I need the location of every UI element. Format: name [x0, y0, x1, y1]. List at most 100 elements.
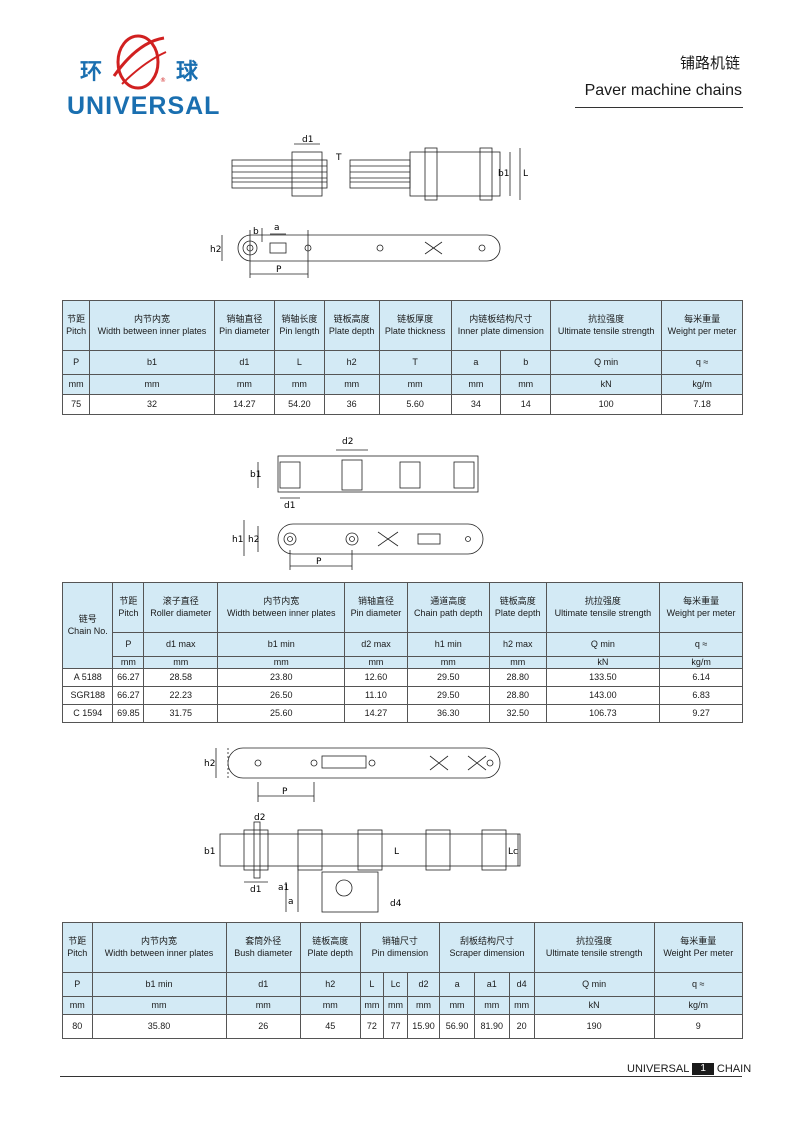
- header-cn: 节距: [67, 314, 86, 325]
- header-en: Plate depth: [307, 947, 354, 958]
- header-en: Pitch: [67, 947, 88, 958]
- unit-cell: mm: [112, 656, 145, 669]
- table-cell: 14.27: [213, 394, 276, 415]
- dim-b: b: [253, 227, 259, 237]
- header-cn: 链板高度: [499, 596, 536, 607]
- chain-drawing-3: h2 P d2 b1 L Lc d1 a a1 d4: [204, 747, 521, 913]
- header-en: Pin diameter: [350, 607, 402, 618]
- symbol-cell: h2: [299, 972, 361, 997]
- symbol-cell: d2: [406, 972, 441, 997]
- symbol-cell: h1 min: [406, 632, 490, 657]
- unit-cell: mm: [344, 656, 408, 669]
- dim-d1: d1: [250, 885, 261, 895]
- table-cell: 9: [653, 1014, 744, 1039]
- table-cell: A 5188: [61, 668, 114, 687]
- table-cell: 9.27: [659, 704, 743, 723]
- table-cell: 31.75: [143, 704, 219, 723]
- symbol-cell: d4: [508, 972, 535, 997]
- dim-b1: b1: [204, 847, 215, 857]
- table-cell: 34: [450, 394, 502, 415]
- header-en: Inner plate dimension: [457, 325, 544, 336]
- header-cn: 抗拉强度: [584, 596, 621, 607]
- symbol-cell: d1: [225, 972, 301, 997]
- header-en: Chain path depth: [413, 607, 483, 618]
- symbol-cell: q ≈: [659, 632, 743, 657]
- dim-T: T: [335, 153, 342, 163]
- dim-d4: d4: [390, 899, 402, 909]
- header-cn: 套筒外径: [245, 936, 282, 947]
- chain-drawing-1: d1 T b1 L b a h2 P: [210, 135, 528, 278]
- unit-cell: mm: [378, 374, 452, 395]
- header-en: Width between inner plates: [97, 325, 207, 336]
- chain-drawing-2: d2 b1 d1 h1 h2 P: [232, 437, 484, 570]
- table-cell: 22.23: [143, 686, 219, 705]
- logo-cn-left: 环: [80, 60, 103, 85]
- unit-cell: mm: [473, 996, 510, 1015]
- symbol-cell: a1: [473, 972, 510, 997]
- table-cell: 12.60: [344, 668, 408, 687]
- header-en: Weight per meter: [666, 607, 736, 618]
- dim-h2: h2: [210, 245, 221, 255]
- header-en: Ultimate tensile strength: [545, 947, 643, 958]
- table-cell: 81.90: [473, 1014, 510, 1039]
- header-en: Plate thickness: [384, 325, 446, 336]
- unit-cell: mm: [323, 374, 380, 395]
- table-cell: 14.27: [344, 704, 408, 723]
- page-number: 1: [692, 1063, 714, 1075]
- symbol-cell: P: [62, 972, 93, 997]
- unit-cell: mm: [225, 996, 301, 1015]
- symbol-cell: P: [112, 632, 145, 657]
- dim-P: P: [276, 265, 282, 275]
- symbol-cell: h2 max: [488, 632, 547, 657]
- unit-cell: mm: [450, 374, 502, 395]
- header-cn: 节距: [68, 936, 87, 947]
- dim-d2: d2: [254, 813, 265, 823]
- footer-divider: [60, 1076, 742, 1077]
- svg-text:®: ®: [160, 77, 166, 84]
- dim-a: a: [274, 223, 280, 233]
- unit-cell: mm: [406, 996, 441, 1015]
- table-cell: 26: [225, 1014, 301, 1039]
- unit-cell: mm: [406, 656, 490, 669]
- header-divider: [575, 107, 743, 108]
- table-cell: 28.80: [488, 686, 547, 705]
- symbol-cell: b1 min: [217, 632, 346, 657]
- table-cell: 56.90: [439, 1014, 475, 1039]
- unit-cell: mm: [500, 374, 552, 395]
- table-cell: 36: [323, 394, 380, 415]
- unit-cell: mm: [508, 996, 535, 1015]
- symbol-cell: Lc: [383, 972, 408, 997]
- dim-d1: d1: [302, 135, 313, 145]
- unit-cell: kN: [545, 656, 661, 669]
- unit-cell: kN: [533, 996, 655, 1015]
- dim-a1: a1: [278, 883, 289, 893]
- table-cell: 28.58: [143, 668, 219, 687]
- dim-P: P: [316, 557, 322, 567]
- table-cell: 6.83: [659, 686, 743, 705]
- dim-h2: h2: [204, 759, 215, 769]
- symbol-cell: Q min: [550, 350, 663, 375]
- dim-h2: h2: [248, 535, 259, 545]
- unit-cell: kg/m: [661, 374, 743, 395]
- table-cell: 66.27: [112, 668, 145, 687]
- header-en: Roller diameter: [150, 607, 212, 618]
- table-cell: 28.80: [488, 668, 547, 687]
- header-cn: 滚子直径: [162, 596, 199, 607]
- unit-cell: mm: [143, 656, 219, 669]
- table-cell: C 1594: [61, 704, 114, 723]
- header-en: Ultimate tensile strength: [557, 325, 655, 336]
